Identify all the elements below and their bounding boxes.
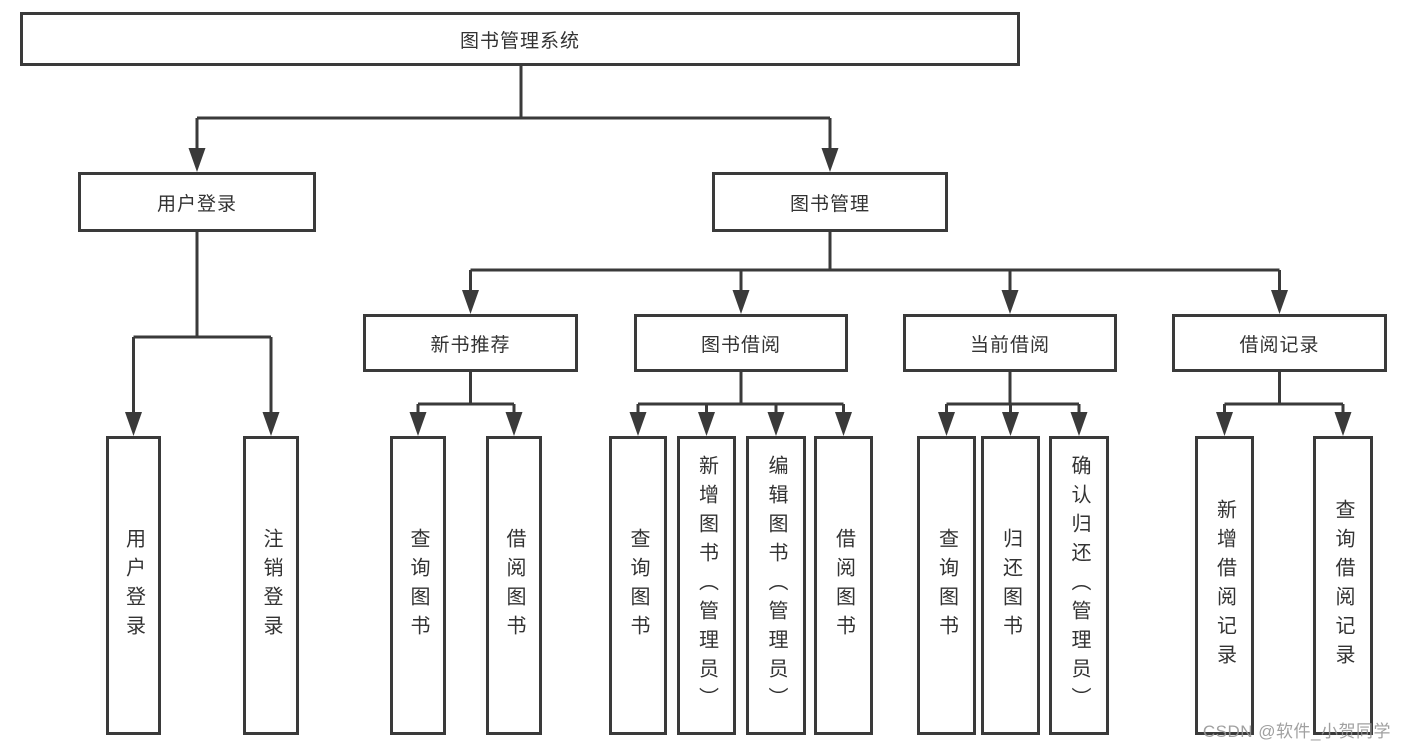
node-leaf-borrow-books-recommend-label: 借阅图书 [503,527,525,644]
node-new-book-recommendation: 新书推荐 [363,314,578,372]
node-leaf-query-books-recommend: 查询图书 [390,436,446,735]
node-leaf-add-borrow-record: 新增借阅记录 [1195,436,1254,735]
node-leaf-borrow-books-recommend: 借阅图书 [486,436,542,735]
node-leaf-confirm-return-admin: 确认归还（管理员） [1049,436,1109,735]
node-new-book-recommendation-label: 新书推荐 [430,334,511,356]
node-leaf-add-borrow-record-label: 新增借阅记录 [1213,498,1236,673]
node-leaf-confirm-return-admin-label: 确认归还（管理员） [1068,455,1090,716]
node-user-login-branch: 用户登录 [78,172,316,232]
node-book-management-branch-label: 图书管理 [789,193,870,215]
node-current-borrowing: 当前借阅 [903,314,1117,372]
node-leaf-user-login: 用户登录 [106,436,161,735]
node-leaf-edit-books-admin-label: 编辑图书（管理员） [765,455,787,716]
node-leaf-query-books-current: 查询图书 [917,436,976,735]
node-book-management-branch: 图书管理 [712,172,948,232]
node-leaf-borrow-books-label: 借阅图书 [832,527,855,644]
node-book-borrowing-label: 图书借阅 [700,334,781,356]
node-leaf-logout: 注销登录 [243,436,299,735]
node-leaf-query-borrow-record: 查询借阅记录 [1313,436,1373,735]
node-root: 图书管理系统 [20,12,1020,66]
node-leaf-query-books-current-label: 查询图书 [935,527,958,644]
node-current-borrowing-label: 当前借阅 [969,334,1050,356]
node-leaf-query-books-borrow-label: 查询图书 [627,527,649,644]
node-leaf-edit-books-admin: 编辑图书（管理员） [746,436,806,735]
node-leaf-logout-label: 注销登录 [260,527,282,644]
node-borrowing-records-label: 借阅记录 [1239,334,1320,356]
node-book-borrowing: 图书借阅 [634,314,848,372]
node-leaf-user-login-label: 用户登录 [122,527,145,644]
node-leaf-query-books-recommend-label: 查询图书 [407,527,429,644]
node-leaf-add-books-admin: 新增图书（管理员） [677,436,736,735]
node-user-login-branch-label: 用户登录 [156,193,237,215]
node-leaf-return-books-label: 归还图书 [999,527,1022,644]
watermark: CSDN @软件_小贺同学 [1202,722,1391,741]
node-leaf-borrow-books: 借阅图书 [814,436,873,735]
node-leaf-return-books: 归还图书 [981,436,1040,735]
node-leaf-query-borrow-record-label: 查询借阅记录 [1332,498,1354,673]
node-root-label: 图书管理系统 [459,30,580,52]
node-leaf-query-books-borrow: 查询图书 [609,436,667,735]
node-leaf-add-books-admin-label: 新增图书（管理员） [695,455,718,716]
node-borrowing-records: 借阅记录 [1172,314,1387,372]
